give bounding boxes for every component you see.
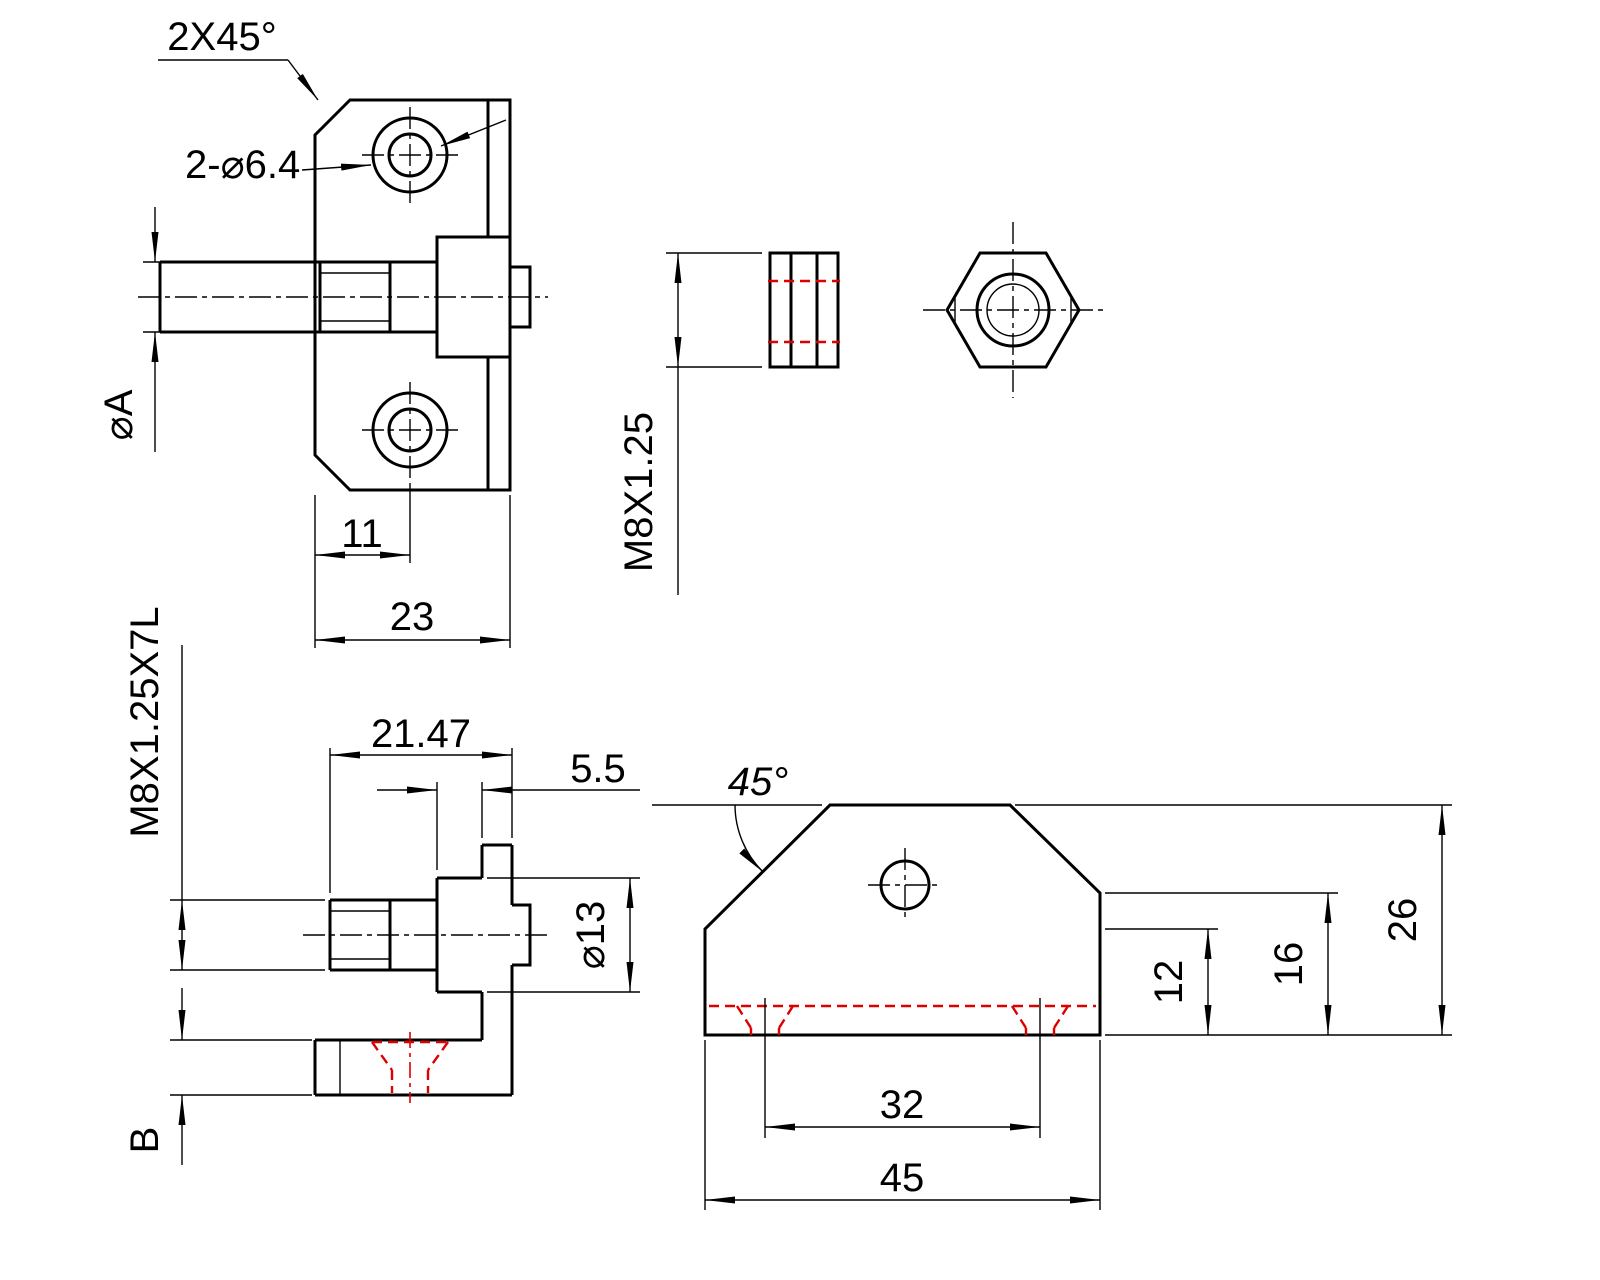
plan-view: 45° 12 16 26 32 45: [652, 760, 1452, 1210]
nut-thread-label: M8X1.25: [617, 412, 661, 572]
plan-depth-label: 26: [1381, 898, 1425, 943]
side-boss-dia-label: ⌀13: [569, 901, 613, 970]
front-stud-dia-label: ⌀A: [97, 389, 141, 440]
plan-left-height-label: 12: [1147, 960, 1191, 1005]
plan-countersinks-hidden: [709, 1004, 1096, 1035]
plan-right-height-label: 16: [1267, 942, 1311, 987]
plan-width-label: 45: [880, 1156, 925, 1200]
plan-outline: [703, 803, 1102, 1037]
front-view: 2X45° 2-⌀6.4 ⌀A 11 23: [97, 15, 548, 648]
side-boss-len-label: 5.5: [570, 747, 626, 791]
nut-side-outline: [768, 251, 840, 369]
nut-front-view: [923, 222, 1103, 398]
plan-hole-spacing-label: 32: [880, 1083, 925, 1127]
nut-side-view: M8X1.25: [617, 251, 840, 595]
plan-chamfer-angle-label: 45°: [728, 760, 789, 804]
front-chamfer-label: 2X45°: [167, 15, 276, 59]
side-foot-thk-label: B: [123, 1127, 167, 1154]
side-stud-thread-label: M8X1.25X7L: [123, 606, 167, 837]
front-hole-offset-label: 11: [341, 512, 383, 556]
front-holes-label: 2-⌀6.4: [185, 143, 300, 187]
side-view: 21.47 5.5 ⌀13 M8X1.25X7L B: [123, 606, 640, 1165]
front-width-label: 23: [390, 595, 435, 639]
side-countersink-hidden: [371, 1032, 449, 1103]
side-length-label: 21.47: [371, 712, 471, 756]
front-outline: [313, 98, 532, 492]
